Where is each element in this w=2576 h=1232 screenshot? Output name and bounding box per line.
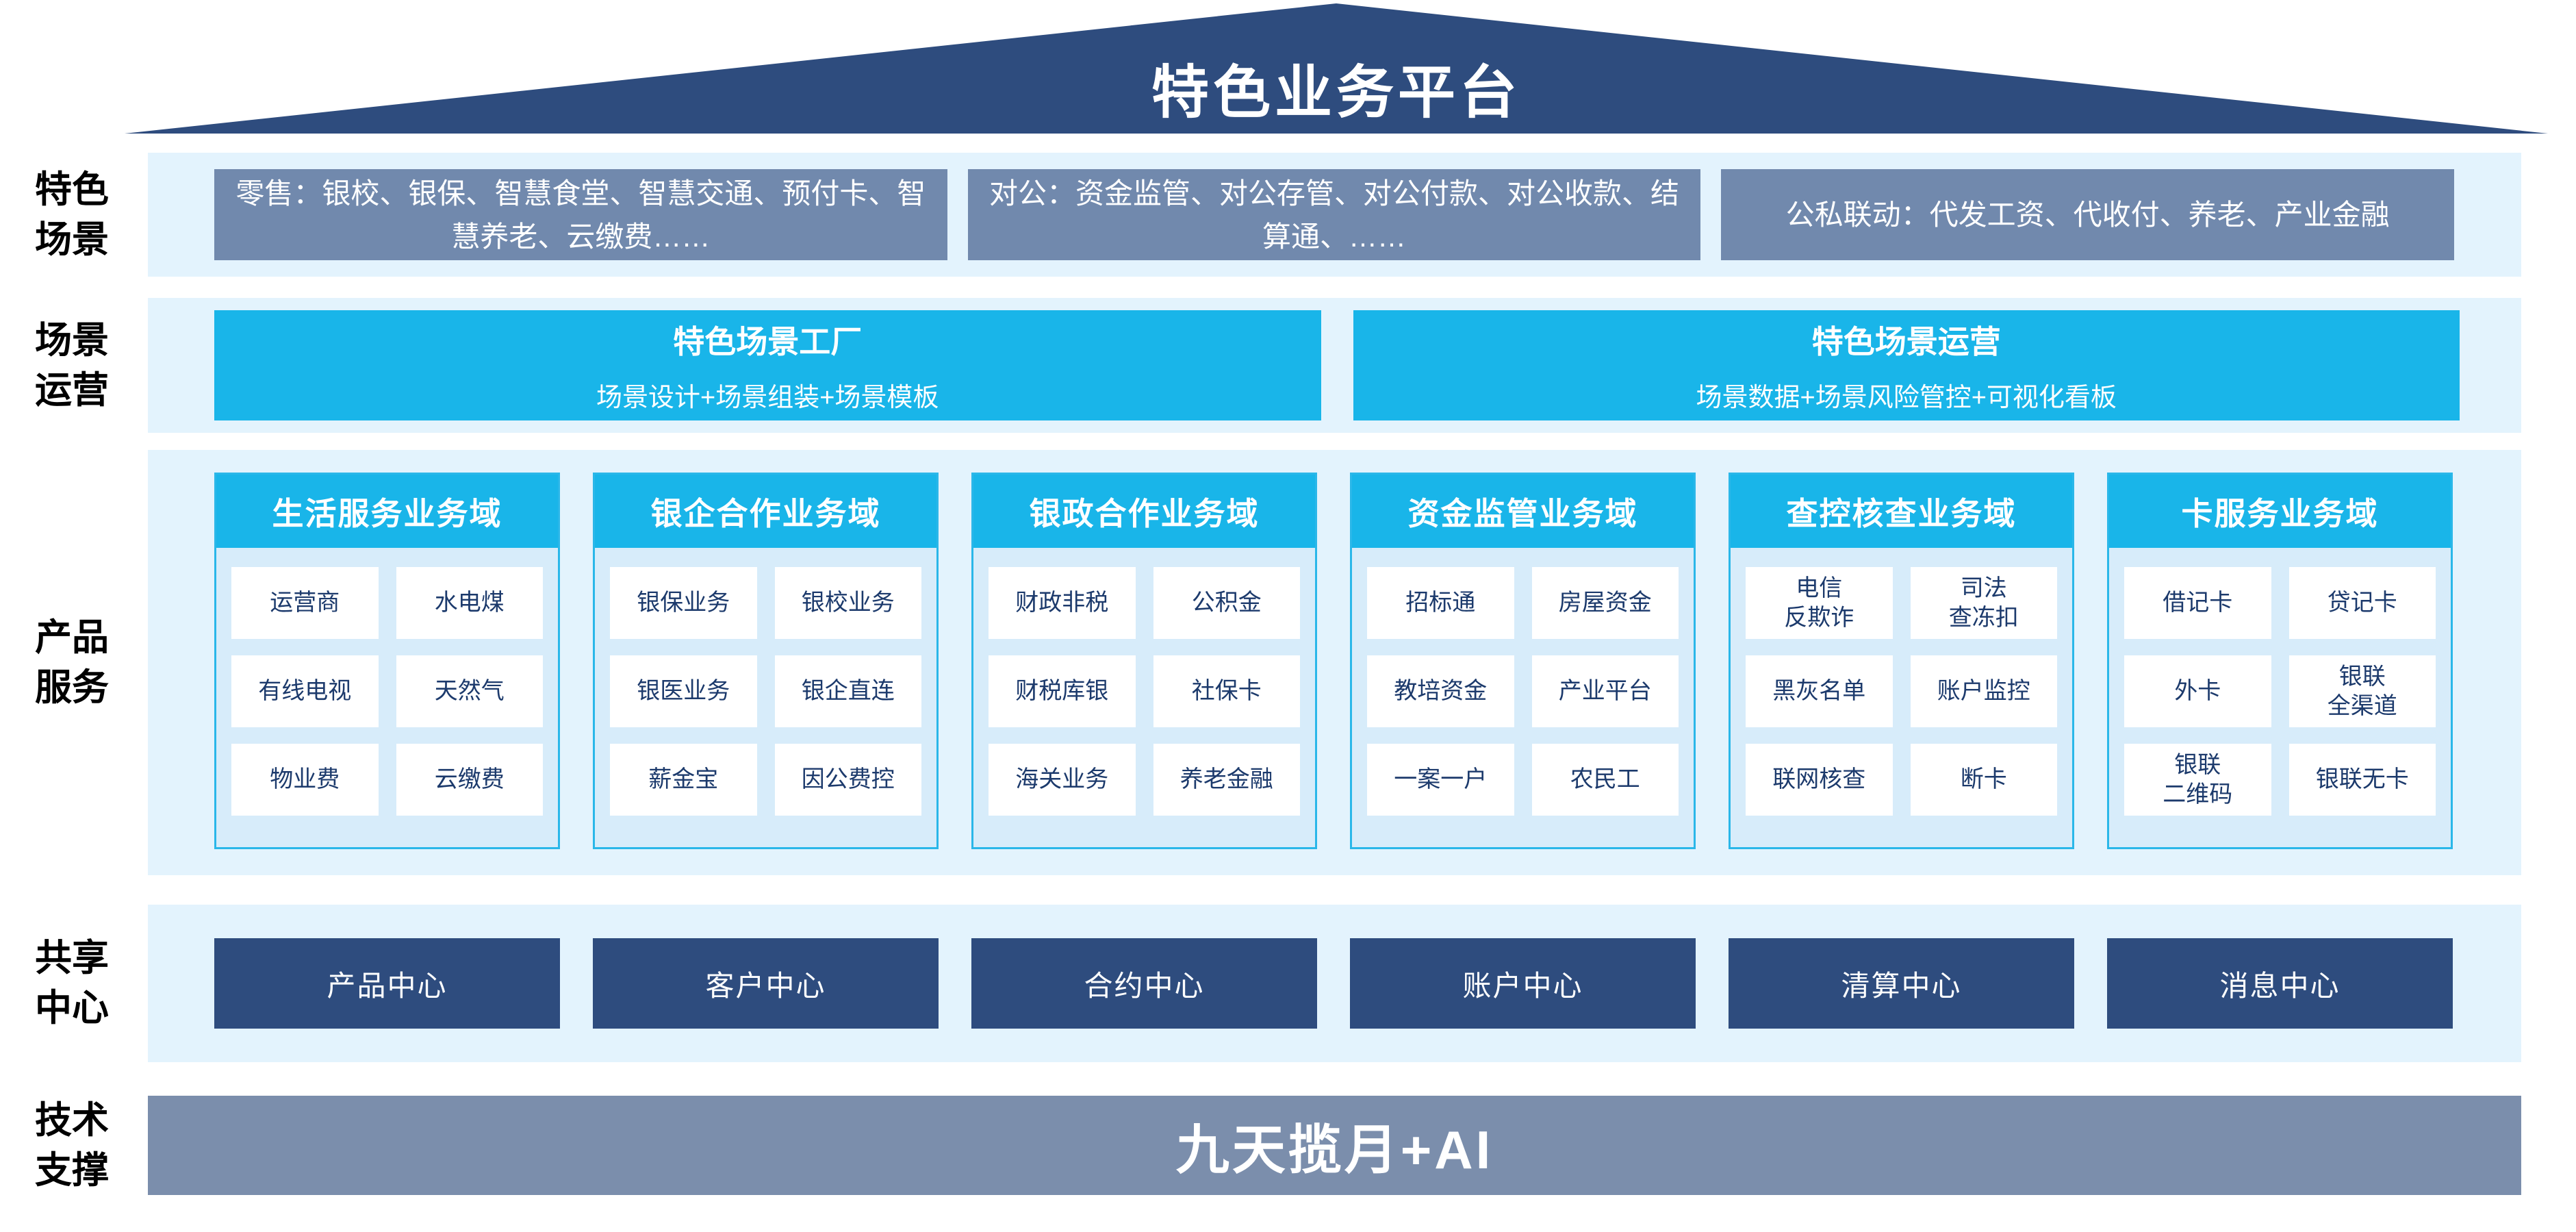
product-column-body: 运营商水电煤有线电视天然气物业费云缴费 <box>216 548 558 847</box>
side-label-operations: 场景 运营 <box>35 319 109 411</box>
product-item: 司法 查冻扣 <box>1910 567 2057 639</box>
operation-box-title: 特色场景运营 <box>1811 324 2001 360</box>
product-item: 外卡 <box>2124 655 2271 727</box>
product-column-3: 银政合作业务域财政非税公积金财税库银社保卡海关业务养老金融 <box>971 473 1317 849</box>
operation-box-subtitle: 场景设计+场景组装+场景模板 <box>596 384 939 412</box>
center-box-3: 合约中心 <box>971 938 1317 1029</box>
operation-box-1: 特色场景工厂场景设计+场景组装+场景模板 <box>214 310 1321 420</box>
side-label-shared-centers: 共享 中心 <box>35 938 109 1029</box>
product-item: 联网核查 <box>1746 744 1893 816</box>
center-box-1: 产品中心 <box>214 938 560 1029</box>
product-column-4: 资金监管业务域招标通房屋资金教培资金产业平台一案一户农民工 <box>1350 473 1696 849</box>
page-title: 特色业务平台 <box>1151 60 1521 125</box>
roof-shape <box>125 3 2548 134</box>
product-band: 生活服务业务域运营商水电煤有线电视天然气物业费云缴费银企合作业务域银保业务银校业… <box>148 450 2521 875</box>
product-item: 招标通 <box>1367 567 1514 639</box>
product-item: 运营商 <box>231 567 379 639</box>
product-column-header: 银政合作业务域 <box>973 475 1315 548</box>
scene-box-3: 公私联动：代发工资、代收付、养老、产业金融 <box>1721 169 2455 260</box>
product-column-body: 借记卡贷记卡外卡银联 全渠道银联 二维码银联无卡 <box>2109 548 2451 847</box>
product-item: 薪金宝 <box>610 744 757 816</box>
operation-box-subtitle: 场景数据+场景风险管控+可视化看板 <box>1696 384 2117 412</box>
scene-box-2: 对公：资金监管、对公存管、对公付款、对公收款、结算通、…… <box>967 169 1701 260</box>
product-item: 水电煤 <box>396 567 543 639</box>
product-item: 海关业务 <box>989 744 1136 816</box>
operation-band: 特色场景工厂场景设计+场景组装+场景模板特色场景运营场景数据+场景风险管控+可视… <box>148 298 2521 433</box>
shared-center-band: 产品中心客户中心合约中心账户中心清算中心消息中心 <box>148 905 2521 1062</box>
center-box-4: 账户中心 <box>1350 938 1696 1029</box>
product-column-header: 资金监管业务域 <box>1352 475 1694 548</box>
product-item: 银医业务 <box>610 655 757 727</box>
side-label-tech-support: 技术 支撑 <box>35 1099 109 1191</box>
product-item: 社保卡 <box>1153 655 1300 727</box>
side-label-products: 产品 服务 <box>35 616 109 708</box>
product-column-6: 卡服务业务域借记卡贷记卡外卡银联 全渠道银联 二维码银联无卡 <box>2107 473 2453 849</box>
product-column-body: 银保业务银校业务银医业务银企直连薪金宝因公费控 <box>595 548 936 847</box>
product-column-2: 银企合作业务域银保业务银校业务银医业务银企直连薪金宝因公费控 <box>593 473 939 849</box>
product-item: 教培资金 <box>1367 655 1514 727</box>
product-column-header: 查控核查业务域 <box>1731 475 2072 548</box>
center-box-5: 清算中心 <box>1729 938 2074 1029</box>
scene-box-1: 零售：银校、银保、智慧食堂、智慧交通、预付卡、智慧养老、云缴费…… <box>214 169 947 260</box>
product-item: 农民工 <box>1531 744 1679 816</box>
product-item: 贷记卡 <box>2288 567 2436 639</box>
center-box-2: 客户中心 <box>593 938 939 1029</box>
product-item: 产业平台 <box>1531 655 1679 727</box>
product-item: 公积金 <box>1153 567 1300 639</box>
product-column-body: 电信 反欺诈司法 查冻扣黑灰名单账户监控联网核查断卡 <box>1731 548 2072 847</box>
product-item: 银联 二维码 <box>2124 744 2271 816</box>
product-item: 银联无卡 <box>2288 744 2436 816</box>
operation-box-2: 特色场景运营场景数据+场景风险管控+可视化看板 <box>1353 310 2460 420</box>
product-column-header: 卡服务业务域 <box>2109 475 2451 548</box>
center-box-6: 消息中心 <box>2107 938 2453 1029</box>
product-item: 云缴费 <box>396 744 543 816</box>
product-item: 因公费控 <box>774 744 921 816</box>
product-item: 财政非税 <box>989 567 1136 639</box>
scene-band: 零售：银校、银保、智慧食堂、智慧交通、预付卡、智慧养老、云缴费……对公：资金监管… <box>148 153 2521 277</box>
product-item: 一案一户 <box>1367 744 1514 816</box>
product-column-1: 生活服务业务域运营商水电煤有线电视天然气物业费云缴费 <box>214 473 560 849</box>
product-item: 账户监控 <box>1910 655 2057 727</box>
product-item: 天然气 <box>396 655 543 727</box>
product-item: 电信 反欺诈 <box>1746 567 1893 639</box>
product-column-body: 招标通房屋资金教培资金产业平台一案一户农民工 <box>1352 548 1694 847</box>
product-column-body: 财政非税公积金财税库银社保卡海关业务养老金融 <box>973 548 1315 847</box>
product-item: 银联 全渠道 <box>2288 655 2436 727</box>
product-column-header: 生活服务业务域 <box>216 475 558 548</box>
product-item: 有线电视 <box>231 655 379 727</box>
product-item: 银保业务 <box>610 567 757 639</box>
product-item: 借记卡 <box>2124 567 2271 639</box>
product-item: 银校业务 <box>774 567 921 639</box>
product-item: 断卡 <box>1910 744 2057 816</box>
product-item: 养老金融 <box>1153 744 1300 816</box>
product-column-5: 查控核查业务域电信 反欺诈司法 查冻扣黑灰名单账户监控联网核查断卡 <box>1729 473 2074 849</box>
product-item: 黑灰名单 <box>1746 655 1893 727</box>
product-item: 银企直连 <box>774 655 921 727</box>
product-item: 房屋资金 <box>1531 567 1679 639</box>
product-item: 物业费 <box>231 744 379 816</box>
tech-support-bar: 九天揽月+AI <box>148 1096 2521 1195</box>
product-item: 财税库银 <box>989 655 1136 727</box>
operation-box-title: 特色场景工厂 <box>673 324 863 360</box>
side-label-scenes: 特色 场景 <box>35 168 109 260</box>
product-column-header: 银企合作业务域 <box>595 475 936 548</box>
